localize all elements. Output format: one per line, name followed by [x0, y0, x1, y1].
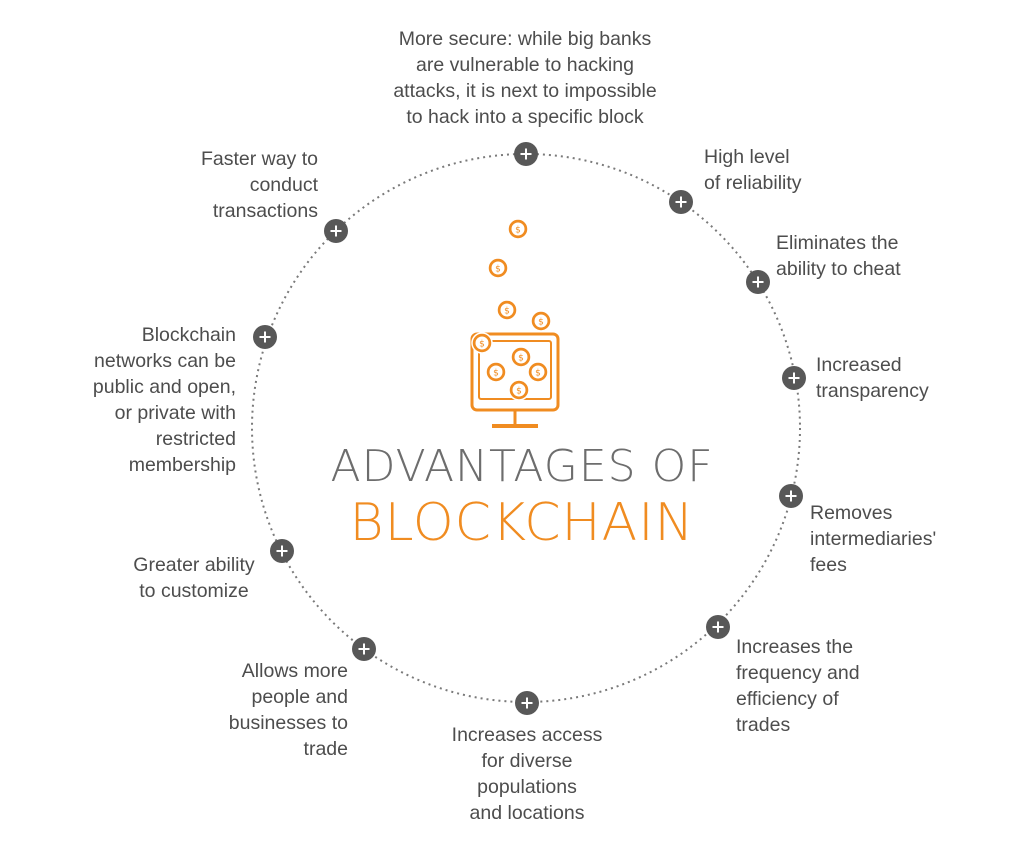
plus-node-8[interactable] [270, 539, 294, 563]
coin-icon: $ [471, 332, 493, 354]
advantage-label-allows-more: Allows more people and businesses to tra… [228, 660, 348, 760]
plus-node-0[interactable] [514, 142, 538, 166]
advantage-label-reliability: High level of reliability [704, 146, 802, 194]
coin-icon: $ [527, 361, 549, 383]
advantage-label-frequency-efficiency: Increases the frequency and efficiency o… [736, 636, 860, 736]
plus-icon [330, 225, 342, 237]
plus-icon [521, 697, 533, 709]
advantage-label-transparency: Increased transparency [816, 354, 929, 402]
svg-text:$: $ [504, 307, 510, 317]
plus-node-4[interactable] [779, 484, 803, 508]
svg-text:$: $ [538, 318, 544, 328]
plus-nodes-group [253, 142, 806, 715]
svg-text:$: $ [493, 369, 499, 379]
plus-icon [788, 372, 800, 384]
plus-node-10[interactable] [324, 219, 348, 243]
svg-text:$: $ [479, 340, 485, 350]
title-line-1: ADVANTAGES OF [330, 441, 714, 492]
plus-icon [520, 148, 532, 160]
plus-node-7[interactable] [352, 637, 376, 661]
advantage-label-removes-fees: Removes intermediaries' fees [810, 502, 937, 576]
svg-text:$: $ [515, 226, 521, 236]
coin-icon: $ [507, 218, 529, 240]
coin-icon: $ [487, 257, 509, 279]
plus-node-6[interactable] [515, 691, 539, 715]
svg-text:$: $ [516, 387, 522, 397]
plus-node-1[interactable] [669, 190, 693, 214]
title-line-2: BLOCKCHAIN [349, 493, 695, 553]
svg-text:$: $ [535, 369, 541, 379]
plus-node-2[interactable] [746, 270, 770, 294]
svg-text:$: $ [495, 265, 501, 275]
plus-icon [785, 490, 797, 502]
plus-icon [259, 331, 271, 343]
coin-icon: $ [508, 379, 530, 401]
plus-node-9[interactable] [253, 325, 277, 349]
plus-node-3[interactable] [782, 366, 806, 390]
advantage-label-networks: Blockchain networks can be public and op… [92, 324, 236, 476]
svg-text:$: $ [518, 354, 524, 364]
plus-icon [276, 545, 288, 557]
coin-icon: $ [496, 299, 518, 321]
coins-group: $ $ $ $ $ $ $ $ $ [471, 218, 552, 401]
advantage-label-faster: Faster way to conduct transactions [200, 148, 318, 222]
advantage-label-more-secure: More secure: while big banks are vulnera… [393, 28, 657, 128]
advantage-label-access: Increases access for diverse populations… [451, 724, 603, 824]
plus-icon [752, 276, 764, 288]
coin-icon: $ [485, 361, 507, 383]
advantage-label-customize: Greater ability to customize [133, 554, 255, 602]
plus-icon [712, 621, 724, 633]
coin-icon: $ [530, 310, 552, 332]
plus-node-5[interactable] [706, 615, 730, 639]
plus-icon [675, 196, 687, 208]
coin-icon: $ [510, 346, 532, 368]
advantage-label-eliminates-cheat: Eliminates the ability to cheat [776, 232, 901, 280]
plus-icon [358, 643, 370, 655]
